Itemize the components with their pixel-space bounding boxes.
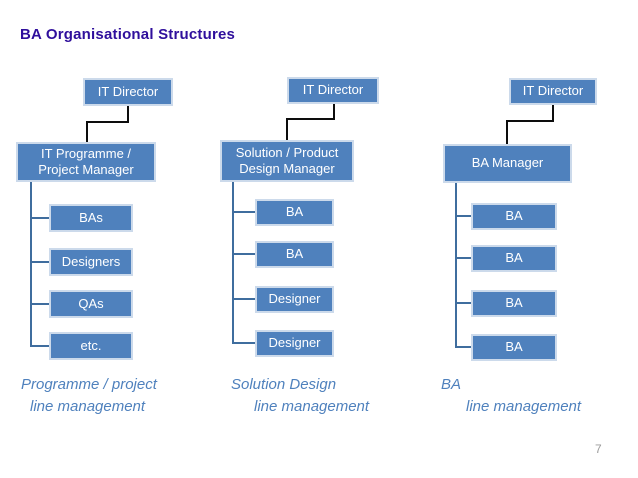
root-box-label: IT Director [97, 83, 159, 99]
child-box-label: BA [505, 295, 523, 311]
caption-line-1: Programme / project [21, 376, 157, 393]
caption-line-1: Solution Design [231, 376, 337, 393]
branch-line [232, 298, 255, 300]
page-number: 7 [595, 442, 602, 456]
child-box-label: QAs [78, 295, 104, 311]
child-box-label: Designer [268, 291, 321, 307]
child-box-label: BAs [79, 209, 103, 225]
child-box: etc. [49, 332, 133, 360]
branch-line [232, 211, 255, 213]
root-box-label: IT Director [302, 82, 364, 98]
caption-line-1: BA [441, 376, 462, 393]
branch-line [30, 345, 49, 347]
elbow-connector-segment [286, 118, 335, 120]
caption-line-2: line management [254, 398, 370, 415]
elbow-connector-segment [552, 105, 554, 122]
child-box: Designer [255, 286, 334, 313]
child-box: BA [471, 290, 557, 317]
child-box: BA [471, 334, 557, 361]
root-box: IT Director [83, 78, 173, 106]
manager-box: BA Manager [443, 144, 572, 183]
elbow-connector-segment [333, 104, 335, 120]
elbow-connector-segment [86, 121, 88, 142]
manager-box-line2: Design Manager [239, 161, 335, 176]
child-box: Designer [255, 330, 334, 357]
elbow-connector-segment [286, 118, 288, 140]
child-box-label: BA [285, 246, 304, 262]
root-box: IT Director [509, 78, 597, 105]
child-box-label: BA [505, 208, 523, 224]
slide-title: BA Organisational Structures [20, 26, 236, 43]
elbow-connector-segment [506, 120, 554, 122]
root-box: IT Director [287, 77, 379, 104]
manager-box-line1: BA Manager [471, 155, 544, 171]
trunk-line [455, 183, 457, 348]
child-box: QAs [49, 290, 133, 318]
root-box-label: IT Director [522, 83, 584, 99]
child-box: BA [471, 203, 557, 230]
manager-box: Solution / Product Design Manager [220, 140, 354, 182]
trunk-line [30, 182, 32, 347]
child-box-label: Designers [61, 253, 121, 269]
caption-line-2: line management [30, 398, 146, 415]
child-box-label: etc. [80, 337, 102, 353]
child-box-label: Designer [268, 335, 321, 351]
manager-box-line2: Project Manager [38, 162, 134, 177]
child-box: BA [255, 241, 334, 268]
branch-line [30, 217, 49, 219]
child-box: Designers [49, 248, 133, 276]
branch-line [455, 302, 471, 304]
branch-line [455, 346, 471, 348]
branch-line [232, 342, 255, 344]
branch-line [455, 215, 471, 217]
manager-box-line1: Solution / Product [235, 144, 339, 160]
manager-box: IT Programme / Project Manager [16, 142, 156, 182]
child-box: BAs [49, 204, 133, 232]
branch-line [30, 261, 49, 263]
child-box: BA [255, 199, 334, 226]
elbow-connector-segment [506, 120, 508, 144]
trunk-line [232, 182, 234, 344]
caption-line-2: line management [466, 398, 582, 415]
child-box-label: BA [505, 250, 523, 266]
child-box: BA [471, 245, 557, 272]
child-box-label: BA [505, 339, 523, 355]
elbow-connector-segment [86, 121, 129, 123]
elbow-connector-segment [127, 106, 129, 123]
child-box-label: BA [285, 204, 304, 220]
branch-line [232, 253, 255, 255]
branch-line [30, 303, 49, 305]
manager-box-line1: IT Programme / [40, 145, 132, 161]
branch-line [455, 257, 471, 259]
